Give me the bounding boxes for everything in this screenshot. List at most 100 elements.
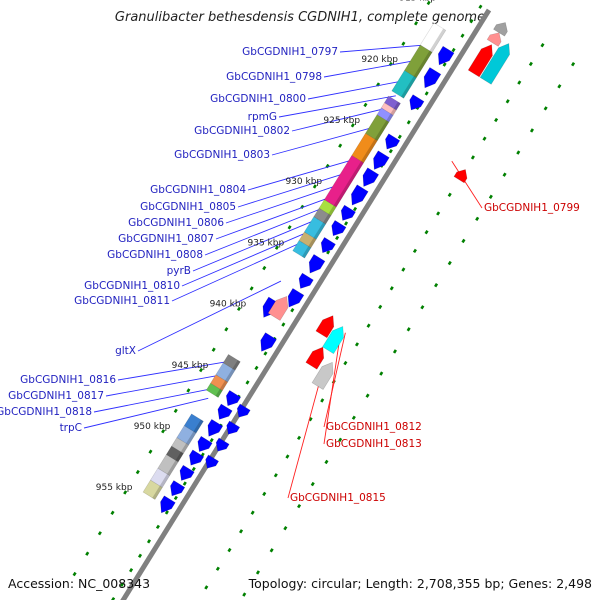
kbp-tick-label: 945 kbp xyxy=(172,361,209,371)
scale-dot xyxy=(120,582,125,587)
callout-line xyxy=(287,368,324,499)
callout-line xyxy=(339,44,428,53)
callout-line xyxy=(192,217,321,272)
callout-line xyxy=(323,332,346,428)
gene-label[interactable]: GbCGDNIH1_0810 xyxy=(84,280,180,292)
plus-strand-gene[interactable] xyxy=(160,495,176,514)
plus-strand-gene[interactable] xyxy=(320,237,336,254)
gene-category-block[interactable] xyxy=(391,70,417,99)
gene-label[interactable]: GbCGDNIH1_0797 xyxy=(242,46,338,58)
gene-category-block-shade xyxy=(219,380,228,391)
plus-strand-gene[interactable] xyxy=(362,167,380,187)
scale-dot xyxy=(283,526,288,531)
scale-dot xyxy=(397,134,402,139)
callout-line xyxy=(204,205,328,256)
callout-line xyxy=(271,125,377,156)
gene-category-block-shade xyxy=(393,101,401,111)
scale-dot xyxy=(204,585,209,590)
gene-label[interactable]: GbCGDNIH1_0813 xyxy=(326,438,422,450)
plus-strand-gene[interactable] xyxy=(287,288,305,308)
scale-dot xyxy=(129,568,134,573)
plus-strand-gene[interactable] xyxy=(385,133,401,150)
minus-strand-gene[interactable] xyxy=(493,22,508,37)
scale-dot xyxy=(173,495,178,501)
plus-strand-gene[interactable] xyxy=(217,403,233,420)
gene-label[interactable]: GbCGDNIH1_0806 xyxy=(128,217,224,229)
plus-strand-gene[interactable] xyxy=(260,332,277,352)
scale-dot xyxy=(191,466,196,472)
scale-dot xyxy=(436,211,441,216)
plus-strand-gene[interactable] xyxy=(298,272,314,289)
plus-strand-gene[interactable] xyxy=(308,254,326,274)
plus-strand-gene[interactable] xyxy=(226,420,241,435)
scale-dot xyxy=(392,349,397,354)
plus-strand-gene[interactable] xyxy=(225,390,242,407)
scale-dot xyxy=(366,323,371,328)
plus-strand-gene[interactable] xyxy=(340,204,356,221)
minus-strand-gene[interactable] xyxy=(267,295,289,321)
minus-strand-gene[interactable] xyxy=(467,44,493,78)
gene-label[interactable]: GbCGDNIH1_0812 xyxy=(326,421,422,433)
minus-strand-gene[interactable] xyxy=(479,43,510,85)
gene-label[interactable]: GbCGDNIH1_0802 xyxy=(194,125,290,137)
plus-strand-gene[interactable] xyxy=(373,150,390,170)
plus-strand-gene[interactable] xyxy=(205,454,220,469)
gene-category-block[interactable] xyxy=(142,479,163,500)
gene-label[interactable]: pyrB xyxy=(167,265,191,277)
minus-strand-gene[interactable] xyxy=(311,361,334,390)
plus-strand-gene[interactable] xyxy=(423,67,442,89)
gene-label[interactable]: trpC xyxy=(60,422,82,434)
scale-dot xyxy=(451,47,456,53)
plus-strand-gene[interactable] xyxy=(197,435,213,453)
scale-dot xyxy=(470,155,475,160)
gene-label[interactable]: GbCGDNIH1_0805 xyxy=(140,201,236,213)
scale-dot xyxy=(123,490,128,495)
gene-label[interactable]: gltX xyxy=(115,345,136,357)
plus-strand-gene[interactable] xyxy=(179,464,195,481)
gene-label[interactable]: GbCGDNIH1_0818 xyxy=(0,406,92,418)
gene-label[interactable]: GbCGDNIH1_0811 xyxy=(74,295,170,307)
gene-label[interactable]: rpmG xyxy=(248,111,277,123)
gene-category-block[interactable] xyxy=(292,240,312,259)
gene-label[interactable]: GbCGDNIH1_0815 xyxy=(290,492,386,504)
plus-strand-gene[interactable] xyxy=(189,449,205,466)
scale-dot xyxy=(273,473,278,478)
gene-label[interactable]: GbCGDNIH1_0800 xyxy=(210,93,306,105)
scale-dot xyxy=(460,33,465,38)
plus-strand-gene[interactable] xyxy=(331,220,347,237)
gene-label[interactable]: GbCGDNIH1_0804 xyxy=(150,184,246,196)
plus-strand-gene[interactable] xyxy=(207,418,224,437)
kbp-tick-label: 920 kbp xyxy=(361,55,398,65)
gene-label[interactable]: GbCGDNIH1_0799 xyxy=(484,202,580,214)
plus-strand-gene[interactable] xyxy=(437,45,455,66)
scale-dot xyxy=(335,235,340,241)
plus-strand-gene[interactable] xyxy=(409,94,425,111)
gene-label[interactable]: GbCGDNIH1_0817 xyxy=(8,390,104,402)
gene-label[interactable]: GbCGDNIH1_0803 xyxy=(174,149,270,161)
minus-strand-gene[interactable] xyxy=(453,169,468,184)
scale-dot xyxy=(199,367,204,373)
minus-strand-gene[interactable] xyxy=(322,326,344,355)
feature-tracks xyxy=(142,22,510,514)
topology-text: Topology: circular; Length: 2,708,355 bp… xyxy=(248,576,592,591)
scale-dot xyxy=(200,452,205,457)
plus-strand-gene[interactable] xyxy=(351,184,369,206)
callout-line xyxy=(171,239,307,302)
scale-dot xyxy=(209,438,214,443)
plus-strand-gene[interactable] xyxy=(215,437,230,452)
gene-category-block[interactable] xyxy=(205,382,223,398)
gene-label[interactable]: GbCGDNIH1_0808 xyxy=(107,249,203,261)
gene-label[interactable]: GbCGDNIH1_0807 xyxy=(118,233,214,245)
scale-dot xyxy=(274,245,279,250)
scale-dot xyxy=(528,61,533,67)
minus-strand-gene[interactable] xyxy=(315,315,335,339)
gene-label[interactable]: GbCGDNIH1_0816 xyxy=(20,374,116,386)
gene-label[interactable]: GbCGDNIH1_0798 xyxy=(226,71,322,83)
minus-strand-gene[interactable] xyxy=(486,32,502,47)
scale-dot xyxy=(517,80,522,85)
plus-strand-gene[interactable] xyxy=(236,403,251,418)
plus-strand-gene[interactable] xyxy=(170,480,186,497)
minus-strand-gene[interactable] xyxy=(305,346,325,370)
scale-dot xyxy=(557,84,562,89)
scale-dot xyxy=(239,529,244,534)
